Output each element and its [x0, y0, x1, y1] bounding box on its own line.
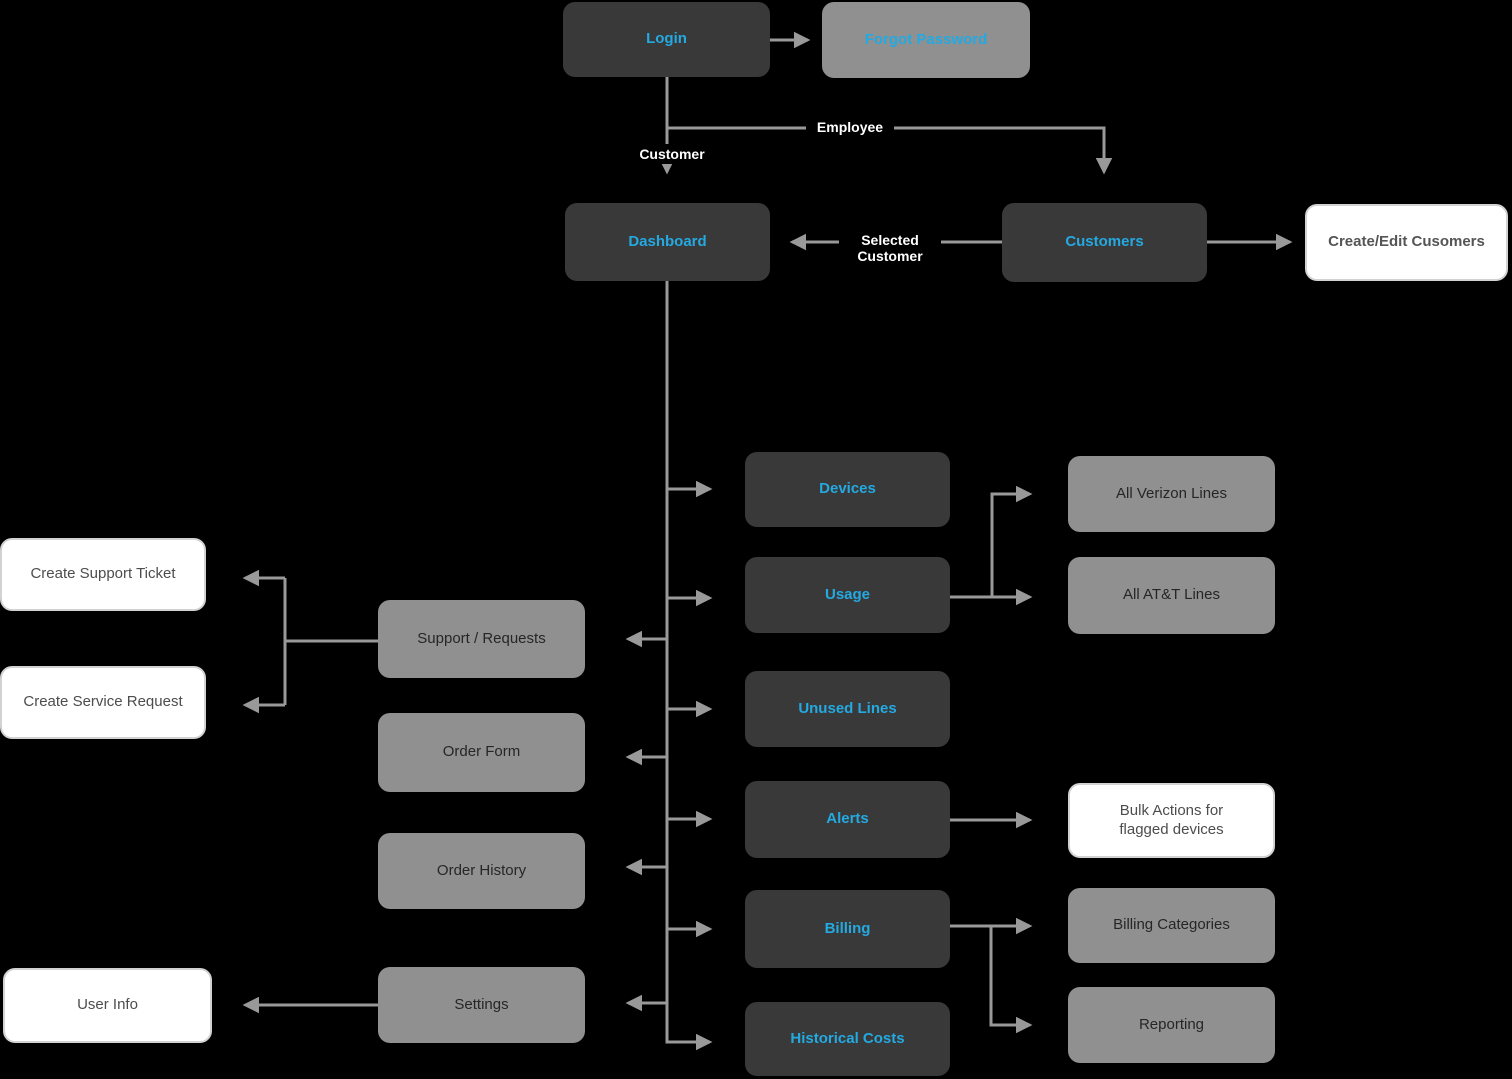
node-dashboard-label: Dashboard [628, 232, 707, 250]
node-create-service-request-label: Create Service Request [23, 693, 183, 711]
node-settings: Settings [378, 967, 585, 1043]
node-order-history: Order History [378, 833, 585, 909]
node-create-support-ticket-label: Create Support Ticket [30, 565, 176, 583]
node-create-service-request: Create Service Request [0, 666, 206, 739]
node-alerts-label: Alerts [826, 810, 869, 828]
node-alerts: Alerts [745, 781, 950, 858]
node-billing-label: Billing [824, 919, 871, 937]
node-billing: Billing [745, 890, 950, 968]
node-usage-label: Usage [824, 585, 871, 603]
edge-label-employee: Employee [806, 117, 894, 137]
node-usage: Usage [745, 557, 950, 633]
node-all-att-lines-label: All AT&T Lines [1123, 586, 1220, 604]
node-historical-costs: Historical Costs [745, 1002, 950, 1076]
node-unused-lines-label: Unused Lines [798, 699, 897, 717]
node-all-verizon-lines-label: All Verizon Lines [1116, 484, 1227, 502]
node-all-verizon-lines: All Verizon Lines [1068, 456, 1275, 532]
node-devices: Devices [745, 452, 950, 527]
node-forgot-password-label: Forgot Password [864, 30, 988, 48]
node-customers: Customers [1002, 203, 1207, 282]
edge-label-customer: Customer [628, 144, 716, 164]
node-bulk-actions-label: Bulk Actions for flagged devices [1119, 801, 1224, 838]
node-user-info-label: User Info [77, 996, 138, 1014]
node-dashboard: Dashboard [565, 203, 770, 281]
node-user-info: User Info [3, 968, 212, 1043]
node-historical-costs-label: Historical Costs [790, 1029, 905, 1047]
node-support-requests: Support / Requests [378, 600, 585, 678]
node-reporting-label: Reporting [1138, 1015, 1205, 1033]
node-devices-label: Devices [819, 480, 876, 498]
node-create-edit-customers-label: Create/Edit Cusomers [1328, 233, 1485, 251]
node-settings-label: Settings [454, 995, 509, 1013]
node-forgot-password: Forgot Password [822, 2, 1030, 78]
node-order-form: Order Form [378, 713, 585, 792]
node-billing-categories: Billing Categories [1068, 888, 1275, 963]
node-unused-lines: Unused Lines [745, 671, 950, 747]
node-login-label: Login [646, 30, 687, 48]
node-create-support-ticket: Create Support Ticket [0, 538, 206, 611]
node-order-form-label: Order Form [442, 743, 521, 761]
node-login: Login [563, 2, 770, 77]
node-reporting: Reporting [1068, 987, 1275, 1063]
node-create-edit-customers: Create/Edit Cusomers [1305, 204, 1508, 281]
node-bulk-actions: Bulk Actions for flagged devices [1068, 783, 1275, 858]
node-customers-label: Customers [1065, 233, 1144, 251]
node-support-requests-label: Support / Requests [417, 629, 546, 647]
node-billing-categories-label: Billing Categories [1113, 916, 1230, 934]
edge-label-selected-customer: Selected Customer [839, 229, 941, 268]
node-order-history-label: Order History [436, 861, 527, 879]
node-all-att-lines: All AT&T Lines [1068, 557, 1275, 634]
